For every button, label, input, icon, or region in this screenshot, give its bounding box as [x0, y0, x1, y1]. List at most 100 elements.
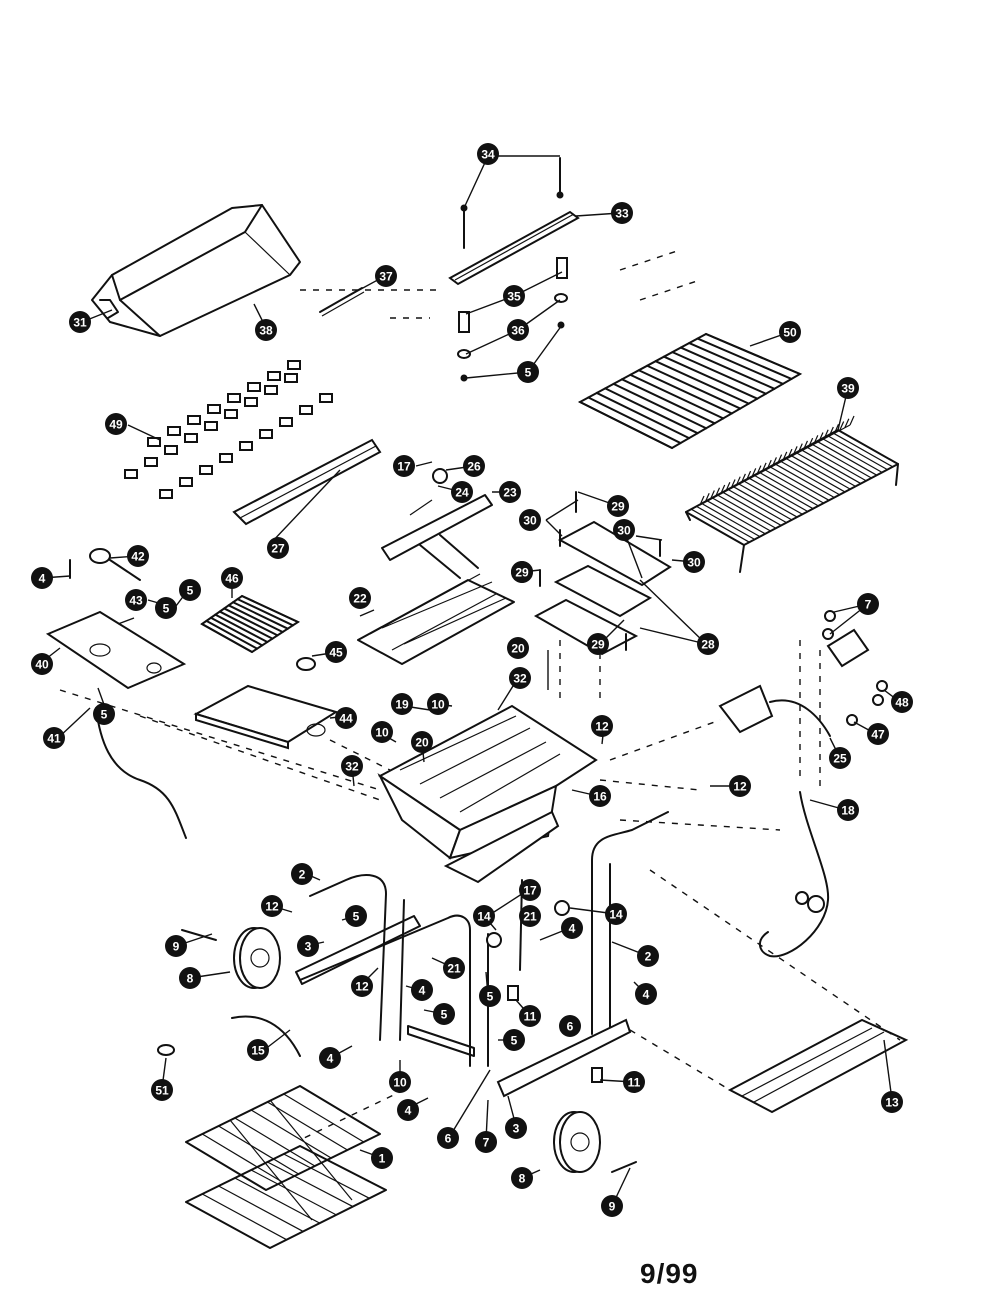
clip: [179, 477, 193, 487]
callout-number: 27: [271, 542, 285, 556]
callout-5: 5: [179, 579, 201, 601]
callout-number: 7: [865, 598, 872, 612]
callout-32: 32: [509, 667, 531, 689]
callout-bubble: [351, 975, 373, 997]
callout-bubble: [477, 143, 499, 165]
callout-25: 25: [829, 747, 851, 769]
callout-23: 23: [499, 481, 521, 503]
callout-bubble: [31, 653, 53, 675]
callout-bubble: [43, 727, 65, 749]
callout-number: 36: [511, 324, 525, 338]
callout-number: 12: [595, 720, 609, 734]
callout-bubble: [427, 693, 449, 715]
callout-bubble: [587, 633, 609, 655]
callout-bubble: [519, 905, 541, 927]
callout-5: 5: [503, 1029, 525, 1051]
callout-number: 20: [415, 736, 429, 750]
callout-bubble: [635, 983, 657, 1005]
hood-part: [91, 204, 301, 337]
callout-number: 47: [871, 728, 885, 742]
callout-bubble: [443, 957, 465, 979]
callout-number: 3: [513, 1122, 520, 1136]
callout-number: 7: [483, 1136, 490, 1150]
callout-5: 5: [93, 703, 115, 725]
callout-number: 3: [305, 940, 312, 954]
callout-13: 13: [881, 1091, 903, 1113]
callout-30: 30: [519, 509, 541, 531]
callout-17: 17: [393, 455, 415, 477]
regulator-hose-part: [759, 791, 830, 958]
callout-bubble: [155, 597, 177, 619]
callout-2: 2: [291, 863, 313, 885]
callout-number: 40: [35, 658, 49, 672]
clip: [147, 437, 161, 447]
callout-number: 23: [503, 486, 517, 500]
clip: [319, 393, 333, 403]
callout-50: 50: [779, 321, 801, 343]
callout-bubble: [683, 551, 705, 573]
callout-number: 4: [327, 1052, 334, 1066]
callout-number: 44: [339, 712, 353, 726]
callout-5: 5: [155, 597, 177, 619]
callout-bubble: [511, 561, 533, 583]
callout-bubble: [151, 1079, 173, 1101]
callout-8: 8: [511, 1167, 533, 1189]
clip: [187, 415, 201, 425]
callout-bubble: [591, 715, 613, 737]
callout-number: 6: [445, 1132, 452, 1146]
callout-40: 40: [31, 653, 53, 675]
callout-group: 3433373138353655039491726242327293030293…: [31, 143, 913, 1217]
clip: [287, 360, 301, 370]
callout-49: 49: [105, 413, 127, 435]
callout-number: 24: [455, 486, 469, 500]
callout-bubble: [291, 863, 313, 885]
callout-bubble: [69, 311, 91, 333]
callout-bubble: [479, 985, 501, 1007]
callout-number: 45: [329, 646, 343, 660]
callout-number: 31: [73, 316, 87, 330]
callout-bubble: [881, 1091, 903, 1113]
callout-5: 5: [479, 985, 501, 1007]
callout-bubble: [637, 945, 659, 967]
callout-4: 4: [561, 917, 583, 939]
callout-bubble: [605, 903, 627, 925]
callout-30: 30: [683, 551, 705, 573]
callout-bubble: [391, 693, 413, 715]
callout-number: 5: [441, 1008, 448, 1022]
clip: [227, 393, 241, 403]
callout-bubble: [601, 1195, 623, 1217]
callout-bubble: [371, 721, 393, 743]
callout-2: 2: [637, 945, 659, 967]
callout-29: 29: [607, 495, 629, 517]
callout-14: 14: [473, 905, 495, 927]
callout-bubble: [507, 319, 529, 341]
callout-bubble: [31, 567, 53, 589]
side-burner-top-part: [45, 610, 187, 690]
callout-number: 51: [155, 1084, 169, 1098]
callout-bubble: [561, 917, 583, 939]
wheel-part: [233, 927, 601, 1173]
callout-bubble: [857, 593, 879, 615]
callout-bubble: [623, 1071, 645, 1093]
alignment-lines: [59, 249, 901, 1141]
date-code: 9/99: [640, 1258, 699, 1289]
clip: [259, 429, 273, 439]
callout-number: 12: [733, 780, 747, 794]
callout-number: 41: [47, 732, 61, 746]
callout-bubble: [503, 1029, 525, 1051]
callout-bubble: [697, 633, 719, 655]
callout-number: 5: [511, 1034, 518, 1048]
callout-12: 12: [729, 775, 751, 797]
clip: [159, 489, 173, 499]
callout-bubble: [507, 637, 529, 659]
callout-19: 19: [391, 693, 413, 715]
callout-number: 20: [511, 642, 525, 656]
callout-number: 12: [265, 900, 279, 914]
callout-number: 8: [187, 972, 194, 986]
callout-37: 37: [375, 265, 397, 287]
callout-number: 4: [643, 988, 650, 1002]
callout-18: 18: [837, 799, 859, 821]
callout-43: 43: [125, 589, 147, 611]
cooking-grate-part: [577, 332, 803, 450]
callout-number: 4: [569, 922, 576, 936]
